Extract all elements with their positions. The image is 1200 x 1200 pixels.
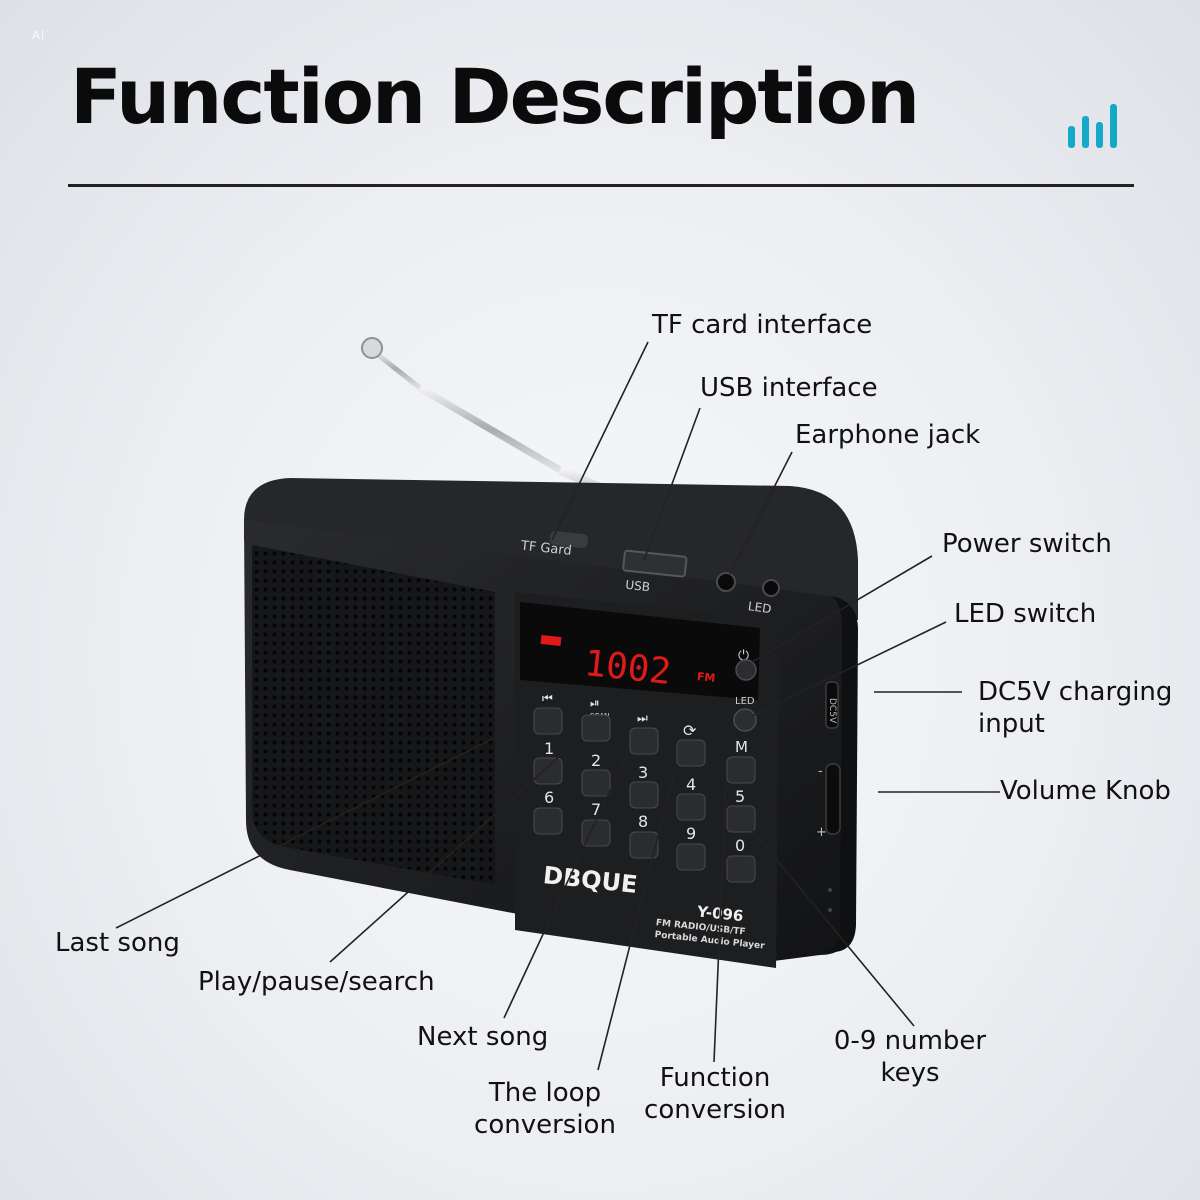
svg-text:⏮: ⏮: [542, 691, 553, 705]
key-4[interactable]: [676, 793, 706, 821]
svg-text:9: 9: [686, 824, 696, 843]
key-8[interactable]: [629, 831, 659, 859]
svg-text:8: 8: [638, 812, 648, 831]
callout-last-song: Last song: [55, 928, 180, 958]
key-1[interactable]: [533, 757, 563, 785]
leader-lines: [115, 341, 1000, 1071]
last-song-button[interactable]: [533, 707, 563, 735]
key-2[interactable]: [581, 769, 611, 797]
svg-text:⏯: ⏯: [590, 696, 600, 710]
signal-bars-icon: [1068, 104, 1117, 148]
play-pause-button[interactable]: [581, 714, 611, 742]
callout-usb: USB interface: [700, 373, 878, 403]
svg-text:⏭: ⏭: [637, 711, 648, 725]
callout-power: Power switch: [942, 529, 1112, 559]
svg-text:DC5V: DC5V: [827, 698, 837, 724]
function-m-button[interactable]: [726, 756, 756, 784]
callout-loop: The loop conversion: [474, 1078, 616, 1140]
tf-slot-label: TF Gard: [519, 539, 572, 559]
led-light: [762, 579, 780, 597]
svg-text:2: 2: [591, 751, 601, 770]
key-9[interactable]: [676, 843, 706, 871]
svg-text:LED: LED: [747, 599, 772, 616]
key-3[interactable]: [629, 781, 659, 809]
dc-charging-port[interactable]: [825, 681, 839, 729]
key-5[interactable]: [726, 805, 756, 833]
callout-function: Function conversion: [644, 1063, 786, 1125]
volume-knob[interactable]: [825, 763, 841, 835]
callout-number-keys: 0-9 number keys: [833, 1026, 987, 1088]
display-digits: 1002: [582, 643, 673, 693]
loop-button[interactable]: [676, 739, 706, 767]
callout-earphone: Earphone jack: [795, 420, 981, 450]
callout-led: LED switch: [954, 599, 1097, 629]
svg-text:3: 3: [638, 763, 648, 782]
callout-volume: Volume Knob: [1000, 776, 1171, 806]
keypad: ⏮ ⏯ SCAN ⏭ ⟳ M 1 2 3 4 5 6 7 8 9 0: [533, 691, 756, 883]
svg-text:5: 5: [735, 787, 745, 806]
next-song-button[interactable]: [629, 727, 659, 755]
svg-text:1: 1: [544, 739, 554, 758]
callout-play-pause: Play/pause/search: [198, 967, 435, 997]
svg-text:USB: USB: [625, 578, 651, 594]
svg-text:FM: FM: [696, 670, 716, 685]
usb-port[interactable]: [622, 549, 688, 578]
led-display: [520, 602, 760, 700]
svg-text:-: -: [818, 764, 823, 779]
page-title: Function Description: [70, 52, 920, 141]
svg-text:+: +: [816, 825, 827, 840]
corner-watermark: AI: [32, 28, 46, 42]
svg-text:M: M: [735, 738, 748, 756]
svg-text:7: 7: [591, 800, 601, 819]
power-switch[interactable]: [735, 659, 757, 681]
callout-tf-card: TF card interface: [652, 310, 873, 340]
led-switch[interactable]: [733, 708, 757, 732]
speaker-grill: [252, 545, 495, 885]
key-6[interactable]: [533, 807, 563, 835]
callout-next-song: Next song: [417, 1022, 549, 1052]
svg-text:4: 4: [686, 775, 696, 794]
svg-text:LED: LED: [735, 696, 755, 707]
callout-dc-charging: DC5V charging input: [978, 677, 1173, 739]
svg-text:0: 0: [735, 836, 745, 855]
earphone-jack[interactable]: [716, 572, 736, 592]
svg-text:6: 6: [544, 788, 554, 807]
svg-text:⏻: ⏻: [738, 648, 749, 664]
key-0[interactable]: [726, 855, 756, 883]
svg-text:⟳: ⟳: [683, 721, 697, 740]
title-divider: [68, 184, 1134, 187]
